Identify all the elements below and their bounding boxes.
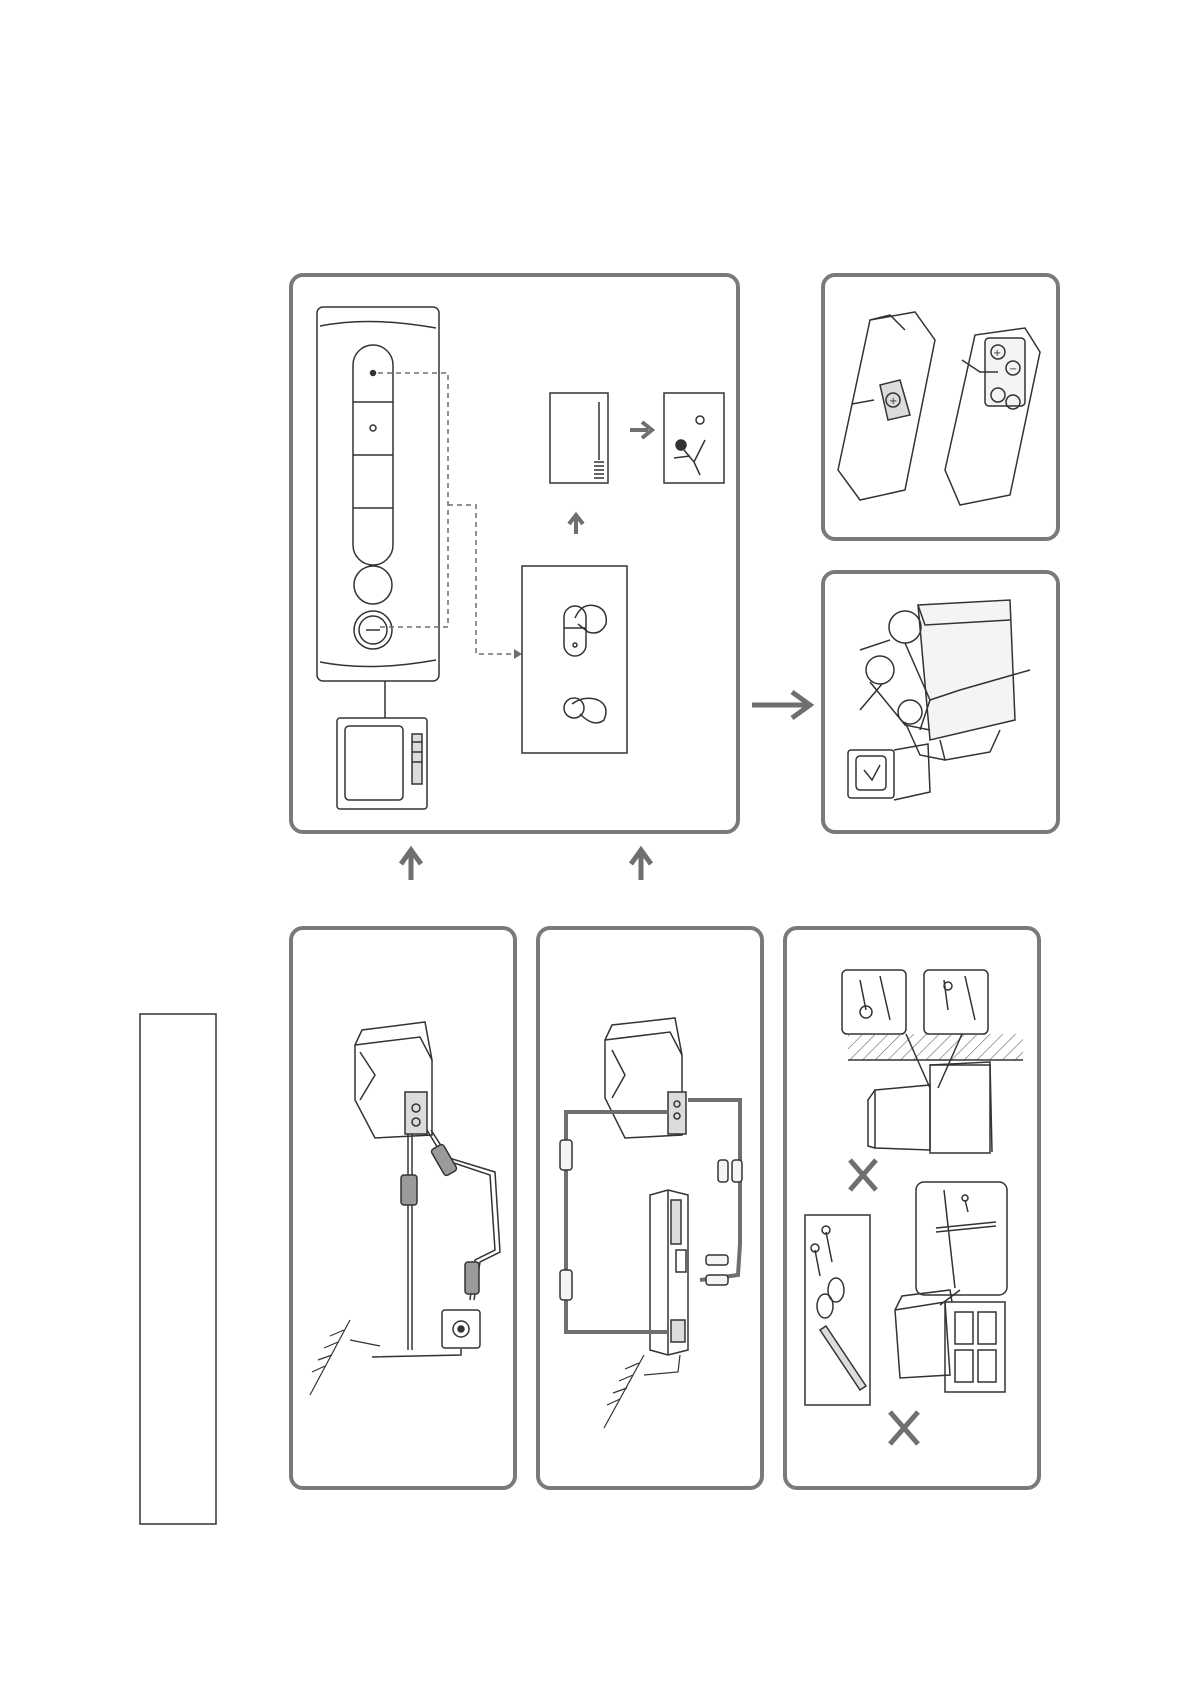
dashed-callout-lines [378, 373, 520, 654]
tv-rear-view [605, 1018, 686, 1138]
picture-screen [664, 393, 724, 483]
family-watching-tv-panel [823, 572, 1058, 832]
remote-battery-panel: + + − [823, 275, 1058, 539]
securing-tv-panel [785, 928, 1039, 1488]
wall-hatch [848, 1034, 1023, 1060]
arrow-up-icon [631, 850, 651, 880]
antenna-cables [401, 1130, 500, 1350]
button-press-box [522, 566, 627, 753]
parts-list-box [805, 1215, 870, 1405]
sofa [918, 600, 1015, 760]
antenna-connection-panel [291, 928, 515, 1488]
bracket-detail-left [842, 970, 906, 1034]
battery-plus-icon: + [993, 348, 1001, 359]
tv-on-cabinet [895, 1290, 1005, 1392]
callout-arrowhead [514, 649, 522, 659]
bracket-detail-right [924, 970, 988, 1034]
prohibited-cross-icon [850, 1160, 876, 1190]
tv-rear-view [355, 1022, 432, 1138]
svg-text:+: + [889, 396, 897, 407]
arrow-right-icon [630, 422, 652, 438]
tv-front-controls-panel [291, 275, 738, 832]
arrow-right-icon [752, 692, 810, 718]
antenna-icon [604, 1355, 680, 1428]
vcr-cable-plugs [560, 1140, 742, 1300]
remote-open-left: + [838, 312, 935, 500]
side-tab [140, 1014, 216, 1524]
control-strip [317, 307, 439, 681]
antenna-icon [310, 1320, 380, 1395]
tv-on-stand [848, 744, 930, 800]
battery-minus-icon: − [1009, 364, 1017, 375]
prohibited-cross-icon [890, 1412, 918, 1444]
wall-outlet [372, 1310, 480, 1357]
menu-screen [550, 393, 608, 483]
vcr-connection-panel [538, 928, 762, 1488]
small-tv-icon [337, 681, 427, 809]
vcr-cables [566, 1100, 740, 1332]
arrow-up-icon [569, 515, 583, 534]
bolt-detail-box [916, 1182, 1007, 1295]
arrow-up-icon [401, 850, 421, 880]
